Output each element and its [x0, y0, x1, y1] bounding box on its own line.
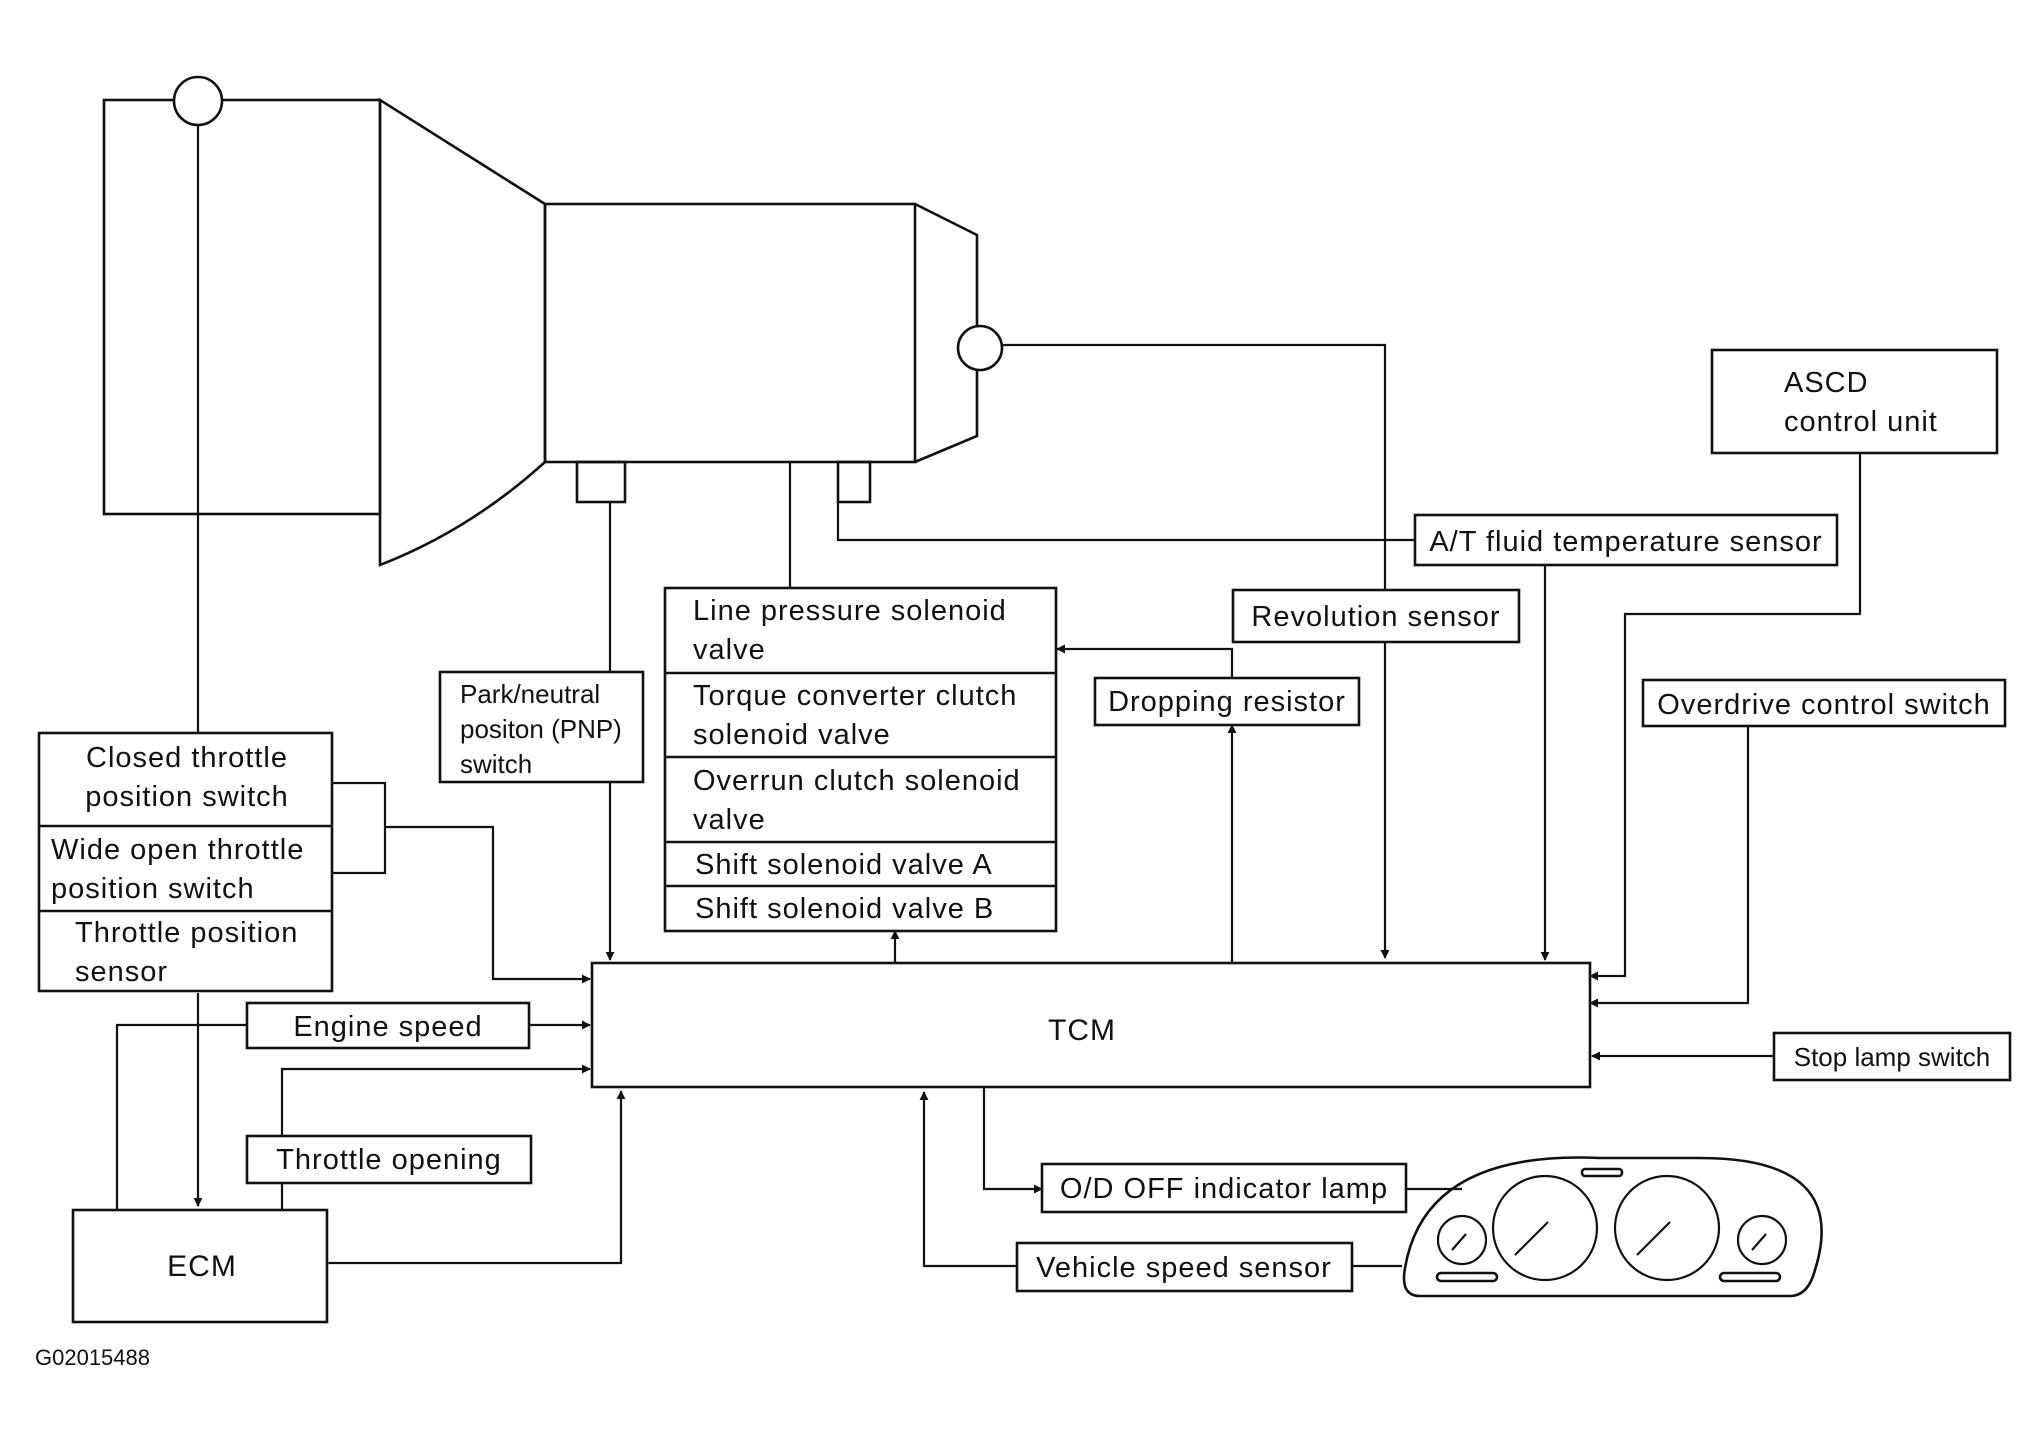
wire-overdrive: [1589, 726, 1750, 1008]
stop-lamp-switch-label: Stop lamp switch: [1794, 1042, 1991, 1072]
pnp-label-line-1: Park/neutral: [460, 679, 600, 709]
solenoid-line-pressure-line-1: Line pressure solenoid: [693, 595, 1007, 627]
od-off-indicator-box: O/D OFF indicator lamp: [1040, 1162, 1408, 1214]
fluid-temp-label: A/T fluid temperature sensor: [1429, 526, 1822, 558]
pnp-label-line-2: positon (PNP): [460, 714, 622, 744]
tcm-label: TCM: [1048, 1014, 1116, 1047]
ecm-box: ECM: [71, 1208, 329, 1324]
throttle-switch-group: Closed throttle position switch Wide ope…: [37, 731, 334, 993]
wire-engine-speed: [115, 1023, 247, 1210]
solenoid-torque-converter-line-1: Torque converter clutch: [693, 680, 1017, 712]
wire-ecm-tcm: [320, 1090, 626, 1268]
dropping-resistor-label: Dropping resistor: [1108, 686, 1346, 718]
tps-line-2: sensor: [75, 956, 168, 988]
ascd-control-unit-box: ASCD control unit: [1710, 348, 1999, 455]
wire-od-off: [982, 1087, 1043, 1194]
ecm-label: ECM: [167, 1250, 237, 1283]
wide-open-throttle-line-2: position switch: [51, 873, 255, 905]
closed-throttle-line-2: position switch: [85, 781, 289, 813]
tcm-box: TCM: [590, 961, 1592, 1089]
solenoid-overrun-line-1: Overrun clutch solenoid: [693, 765, 1021, 797]
solenoid-valve-stack: Line pressure solenoid valve Torque conv…: [663, 586, 1058, 933]
solenoid-line-pressure-line-2: valve: [693, 634, 766, 666]
solenoid-shift-a: Shift solenoid valve A: [695, 849, 993, 881]
solenoid-overrun-line-2: valve: [693, 804, 766, 836]
throttle-opening-box: Throttle opening: [245, 1134, 533, 1185]
ascd-label-line-2: control unit: [1784, 406, 1938, 438]
wire-dropping-line-pressure: [1056, 644, 1234, 678]
stop-lamp-switch-box: Stop lamp switch: [1772, 1031, 2012, 1082]
wire-fluid-temp: [836, 502, 1415, 542]
bell-housing: [378, 97, 547, 567]
ascd-label-line-1: ASCD: [1784, 367, 1869, 399]
overdrive-control-switch-box: Overdrive control switch: [1641, 678, 2007, 728]
engine-speed-label: Engine speed: [293, 1011, 482, 1043]
engine-block: [102, 98, 382, 516]
throttle-opening-label: Throttle opening: [276, 1144, 502, 1176]
transmission-case: [543, 202, 917, 464]
engine-speed-box: Engine speed: [245, 1001, 531, 1050]
fluid-temp-sensor-box: A/T fluid temperature sensor: [1413, 513, 1839, 567]
solenoid-torque-converter-line-2: solenoid valve: [693, 719, 891, 751]
wire-throttle-bracket: [333, 781, 387, 875]
vehicle-speed-sensor-box: Vehicle speed sensor: [1015, 1241, 1354, 1293]
engine-transmission-drawing: [102, 75, 1004, 567]
revolution-sensor-icon: [956, 324, 1004, 372]
wire-revolution-sensor: [1002, 343, 1390, 959]
vehicle-speed-sensor-label: Vehicle speed sensor: [1036, 1252, 1332, 1284]
figure-code: G02015488: [35, 1345, 150, 1370]
tps-line-1: Throttle position: [75, 917, 298, 949]
instrument-cluster-icon: [1402, 1156, 1823, 1298]
solenoid-shift-b: Shift solenoid valve B: [695, 893, 994, 925]
wire-vss: [919, 1091, 1017, 1268]
od-off-indicator-label: O/D OFF indicator lamp: [1060, 1173, 1388, 1205]
engine-sensor-icon: [172, 75, 224, 127]
wire-throttle-tcm: [385, 825, 591, 984]
wire-ascd: [1589, 454, 1862, 981]
wide-open-throttle-line-1: Wide open throttle: [51, 834, 304, 866]
pnp-switch-box: Park/neutral positon (PNP) switch: [438, 670, 645, 784]
dropping-resistor-box: Dropping resistor: [1093, 676, 1361, 727]
fluid-temp-connector: [836, 460, 872, 504]
pnp-connector: [575, 460, 627, 504]
closed-throttle-line-1: Closed throttle: [86, 742, 288, 774]
revolution-sensor-label: Revolution sensor: [1251, 601, 1500, 633]
revolution-sensor-box: Revolution sensor: [1231, 588, 1521, 644]
overdrive-control-switch-label: Overdrive control switch: [1657, 689, 1990, 721]
pnp-label-line-3: switch: [460, 749, 532, 779]
